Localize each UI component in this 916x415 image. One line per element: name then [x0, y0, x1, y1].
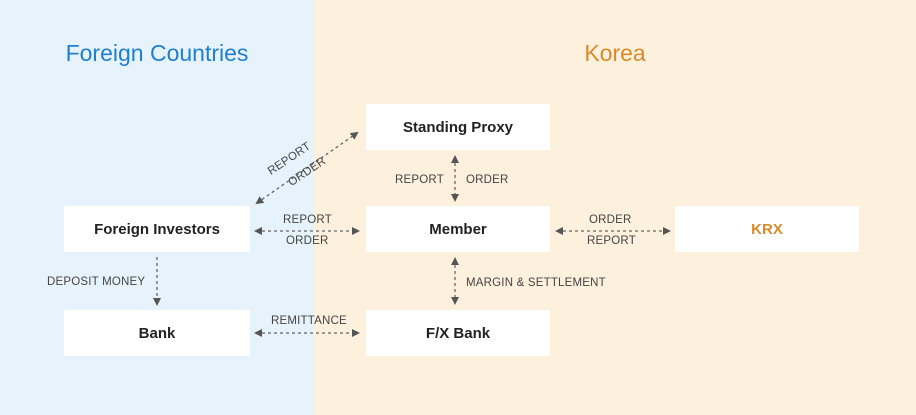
node-bank: Bank: [64, 310, 250, 356]
label-proxy-member-report: REPORT: [395, 174, 444, 186]
arrow-investors-proxy: [255, 131, 359, 205]
korea-title: Korea: [584, 40, 646, 66]
label-member-krx-report: REPORT: [587, 235, 636, 247]
node-member: Member: [366, 206, 550, 252]
label-investors-member-order: ORDER: [286, 235, 329, 247]
label-member-krx-order: ORDER: [589, 214, 632, 226]
label-margin-settlement: MARGIN & SETTLEMENT: [466, 277, 606, 289]
node-foreign-investors: Foreign Investors: [64, 206, 250, 252]
label-investors-member-report: REPORT: [283, 214, 332, 226]
label-deposit-money: DEPOSIT MONEY: [47, 276, 146, 288]
node-krx: KRX: [675, 206, 859, 252]
label-remittance: REMITTANCE: [271, 315, 347, 327]
foreign-countries-title: Foreign Countries: [65, 40, 249, 66]
label-proxy-member-order: ORDER: [466, 174, 509, 186]
node-standing-proxy: Standing Proxy: [366, 104, 550, 150]
node-fx-bank: F/X Bank: [366, 310, 550, 356]
